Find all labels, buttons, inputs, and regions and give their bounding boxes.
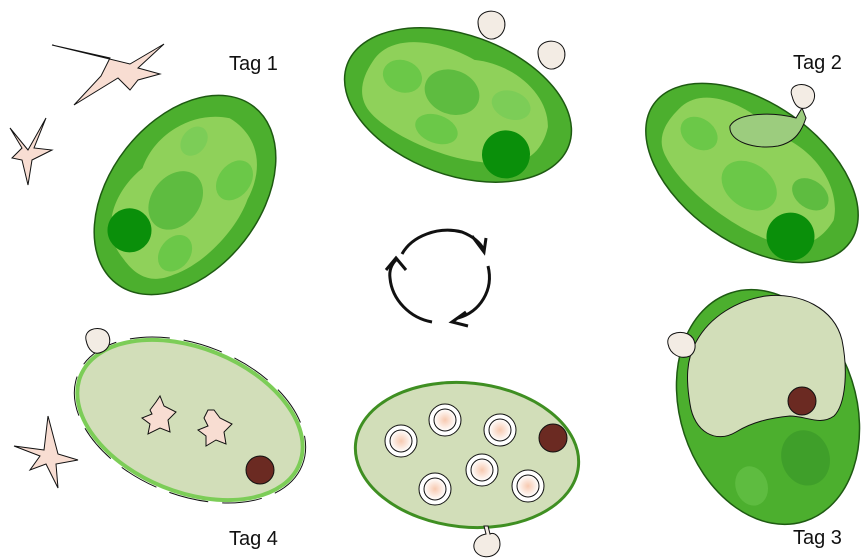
zoospore-day2 xyxy=(791,84,814,108)
day1-label: Tag 1 xyxy=(229,53,278,76)
stage-top-cell xyxy=(323,0,593,211)
parasite-free-left xyxy=(10,118,52,185)
stage-day3-cell xyxy=(647,266,861,549)
zoospore-day3 xyxy=(668,332,695,357)
stage-day1-cell xyxy=(57,61,313,330)
parasite-free-top xyxy=(52,44,164,105)
zoospore-top-1 xyxy=(478,11,505,39)
day3-label: Tag 3 xyxy=(793,527,842,550)
zoospore-day4 xyxy=(86,328,110,353)
parasite-free-bottom xyxy=(14,416,78,488)
cycle-arrows-icon xyxy=(386,230,489,326)
zoospore-bottom xyxy=(474,526,500,557)
day4-label: Tag 4 xyxy=(229,528,278,551)
day2-label: Tag 2 xyxy=(793,52,842,75)
zoospore-top-2 xyxy=(538,41,565,69)
stage-day2-cell xyxy=(614,47,861,299)
stage-bottom-cell xyxy=(348,372,586,539)
